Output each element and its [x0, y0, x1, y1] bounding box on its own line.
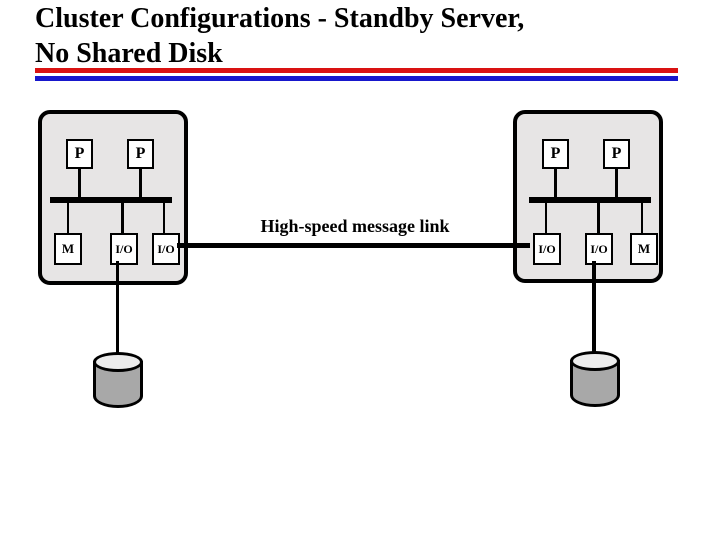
bus-device-connector	[67, 203, 69, 233]
message-link-line	[177, 243, 530, 248]
io-label: I/O	[157, 241, 175, 256]
processor-label: P	[135, 145, 146, 162]
io-box: I/O	[533, 233, 561, 265]
bus-device-connector	[597, 203, 600, 233]
io-box: I/O	[152, 233, 180, 265]
memory-label: M	[637, 241, 651, 256]
separator-rule-blue	[35, 76, 678, 81]
io-box: I/O	[585, 233, 613, 265]
disk-connector-right	[592, 261, 596, 355]
processor-box: P	[66, 139, 93, 169]
processor-bus-connector	[78, 169, 81, 197]
processor-bus-connector	[139, 169, 142, 197]
processor-label: P	[611, 145, 622, 162]
io-label: I/O	[538, 241, 556, 256]
io-label: I/O	[115, 241, 133, 256]
processor-box: P	[542, 139, 569, 169]
processor-box: P	[127, 139, 154, 169]
processor-bus-connector	[554, 169, 557, 197]
disk-top	[93, 352, 143, 372]
message-link-label: High-speed message link	[260, 216, 450, 236]
processor-label: P	[550, 145, 561, 162]
bus-device-connector	[641, 203, 643, 233]
slide-title-line1: Cluster Configurations - Standby Server,	[35, 3, 525, 34]
bus-bar	[529, 197, 651, 203]
bus-device-connector	[545, 203, 547, 233]
disk-cylinder-left	[93, 352, 143, 408]
io-box: I/O	[110, 233, 138, 265]
memory-box: M	[630, 233, 658, 265]
memory-box: M	[54, 233, 82, 265]
separator-rule-red	[35, 68, 678, 73]
slide-title: Cluster Configurations - Standby Server,…	[35, 1, 524, 71]
processor-label: P	[74, 145, 85, 162]
processor-box: P	[603, 139, 630, 169]
cluster-node-right: P P I/O I/O M	[513, 110, 663, 283]
processor-bus-connector	[615, 169, 618, 197]
io-label: I/O	[590, 241, 608, 256]
cluster-node-left: P P M I/O I/O	[38, 110, 188, 285]
slide-title-line2: No Shared Disk	[35, 38, 223, 69]
disk-connector-left	[116, 261, 119, 357]
memory-label: M	[61, 241, 75, 256]
bus-device-connector	[163, 203, 165, 233]
bus-device-connector	[121, 203, 124, 233]
disk-cylinder-right	[570, 351, 620, 407]
disk-top	[570, 351, 620, 371]
bus-bar	[50, 197, 172, 203]
